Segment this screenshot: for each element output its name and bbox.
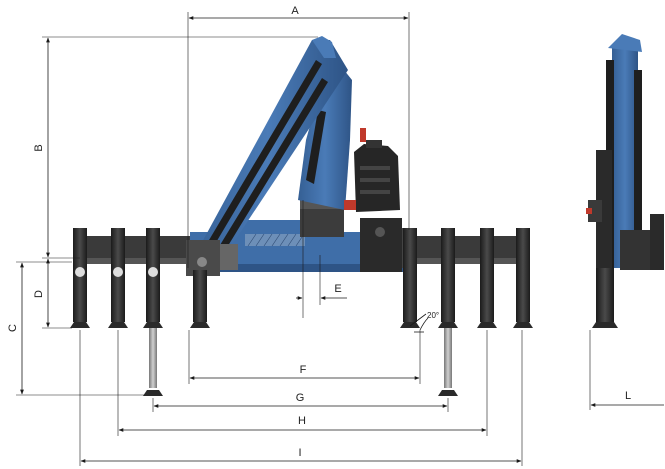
- extended-leg-rod-right: [444, 322, 452, 388]
- dimension-c: C: [7, 261, 145, 396]
- dimension-b: B: [33, 36, 318, 259]
- dimension-l: L: [589, 330, 664, 410]
- dimension-i: I: [79, 330, 523, 466]
- beacon-light: [360, 128, 366, 142]
- label-g: G: [296, 392, 305, 404]
- dimension-e: E: [296, 200, 347, 318]
- extended-leg-rod-left: [149, 322, 157, 388]
- lift-cylinder: [306, 110, 326, 184]
- crane-front-view: [586, 34, 664, 328]
- dimension-a: A: [187, 5, 410, 268]
- dimension-f: F: [188, 330, 421, 384]
- boom-tip: [312, 36, 336, 58]
- dimension-d: D: [33, 258, 72, 329]
- dimension-h: H: [117, 330, 488, 436]
- label-l: L: [625, 390, 631, 402]
- label-d: D: [33, 290, 45, 298]
- outrigger-legs-left: [73, 228, 207, 322]
- angle-indicator: 20°: [409, 311, 439, 333]
- label-e: E: [334, 283, 341, 295]
- label-h: H: [298, 415, 306, 427]
- outrigger-beam-right: [405, 236, 523, 258]
- dimension-g: G: [152, 392, 449, 412]
- outrigger-beam-left: [80, 236, 190, 258]
- label-i: I: [298, 447, 301, 459]
- label-angle: 20°: [427, 311, 439, 320]
- control-box: [360, 218, 402, 272]
- label-b: B: [33, 144, 45, 151]
- label-f: F: [300, 364, 307, 376]
- crane-side-view: [70, 36, 533, 396]
- label-c: C: [7, 324, 19, 332]
- foot-pads: [70, 322, 533, 396]
- label-a: A: [291, 5, 299, 17]
- outrigger-legs-right: [403, 228, 530, 322]
